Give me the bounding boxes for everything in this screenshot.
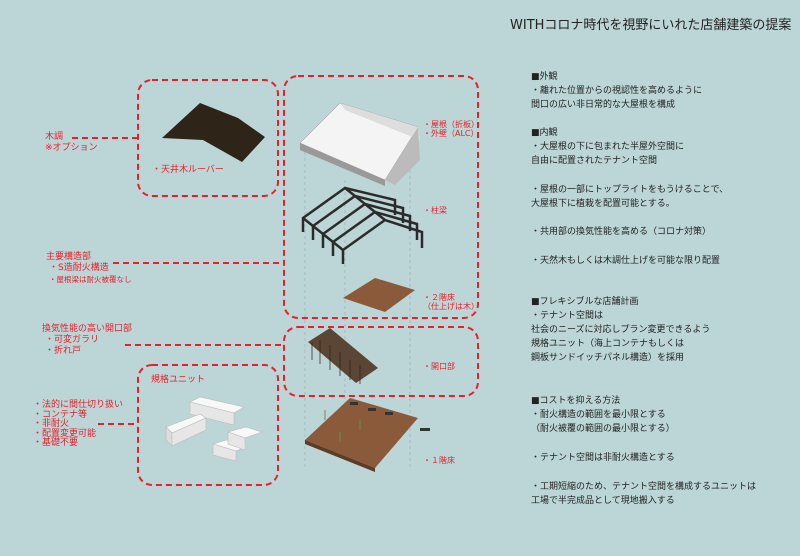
roof-label-line: ・屋根（折板） <box>423 120 479 129</box>
floor2-finish-note: （仕上げは木） <box>423 302 479 311</box>
unit-list-item: ・法的に間仕切り扱い <box>33 400 124 410</box>
column-beam-frame <box>301 186 424 264</box>
louver-label: ・天井木ルーバー <box>152 165 224 175</box>
unit-list-item: ・非耐火 <box>33 419 70 429</box>
floor1-label: ・１階床 <box>423 456 455 465</box>
note-line: （耐火被覆の範囲の最小限とする） <box>531 424 675 434</box>
note-line: ・離れた位置からの視認性を高めるように <box>531 86 703 96</box>
unit-title: 規格ユニット <box>151 375 206 385</box>
note-line: ・共用部の換気性能を高める（コロナ対策） <box>531 227 712 237</box>
opening-item: ・折れ戸 <box>45 346 82 356</box>
note-line: ・耐火構造の範囲を最小限とする <box>531 410 666 420</box>
note-line: ・屋根の一部にトップライトをもうけることで、 <box>531 185 729 195</box>
wood-label-line: 木調 <box>45 132 64 142</box>
note-line: ・工期短縮のため、テナント空間を構成するユニットは <box>531 482 757 492</box>
standard-units <box>165 396 263 462</box>
roof <box>299 102 420 186</box>
structure-item: ・屋根梁は耐火被覆なし <box>49 275 132 284</box>
structure-title: 主要構造部 <box>46 252 92 262</box>
unit-list: ・法的に間仕切り扱い ・コンテナ等 ・非耐火 ・配置変更可能 ・基礎不要 <box>33 400 124 449</box>
structure-box <box>283 75 479 319</box>
opening-item: ・可変ガラリ <box>45 335 100 345</box>
second-floor <box>343 278 415 312</box>
note-line: 規格ユニット（海上コンテナもしくは <box>531 339 685 349</box>
opening-diagram-label: ・開口部 <box>423 362 455 371</box>
opening-label: 換気性能の高い開口部 ・可変ガラリ ・折れ戸 <box>42 324 132 357</box>
wood-option-note: ※オプション <box>45 143 98 153</box>
unit-list-item: ・コンテナ等 <box>33 409 88 420</box>
note-line: ・テナント空間は <box>531 311 604 321</box>
structure-item: ・S造耐火構造 <box>49 263 109 273</box>
note-line: 自由に配置されたテナント空間 <box>531 156 658 166</box>
wood-label: 木調 ※オプション <box>45 132 98 154</box>
note-line: 大屋根下に植栽を配置可能とする。 <box>531 199 675 209</box>
note-line: 工場で半完成品として現地搬入する <box>531 496 675 506</box>
note-line: 社会のニーズに対応しプラン変更できるよう <box>531 325 711 335</box>
folding-door <box>308 328 378 384</box>
note-line: ・大屋根の下に包まれた半屋外空間に <box>531 142 685 152</box>
unit-list-item: ・基礎不要 <box>33 438 79 448</box>
note-line: ・天然木もしくは木調仕上げを可能な限り配置 <box>531 256 721 266</box>
note-line: ・テナント空間は非耐火構造とする <box>531 453 675 463</box>
floor2-label: ・２階床 （仕上げは木） <box>423 293 479 311</box>
note-heading: ■フレキシブルな店舗計画 <box>531 297 639 307</box>
note-heading: ■コストを抑える方法 <box>531 396 621 406</box>
opening-box <box>283 326 479 397</box>
unit-list-item: ・配置変更可能 <box>33 428 97 439</box>
unit-box <box>137 364 279 486</box>
note-heading: ■内観 <box>531 128 558 138</box>
first-floor <box>305 398 430 472</box>
note-line: 間口の広い非日常的な大屋根を構成 <box>531 100 676 110</box>
note-line: 鋼板サンドイッチパネル構造）を採用 <box>531 353 685 363</box>
wall-label-line: ・外壁（ALC） <box>423 129 479 138</box>
beam-label: ・柱梁 <box>423 206 447 215</box>
floor2-label-line: ・２階床 <box>423 293 455 302</box>
structure-label: 主要構造部 ・S造耐火構造 ・屋根梁は耐火被覆なし <box>46 252 132 285</box>
note-heading: ■外観 <box>531 72 558 82</box>
roof-label: ・屋根（折板） ・外壁（ALC） <box>423 120 479 138</box>
page-title: WITHコロナ時代を視野にいれた店舗建築の提案 <box>510 18 792 33</box>
opening-title: 換気性能の高い開口部 <box>42 324 133 334</box>
ceiling-louver <box>162 103 265 162</box>
